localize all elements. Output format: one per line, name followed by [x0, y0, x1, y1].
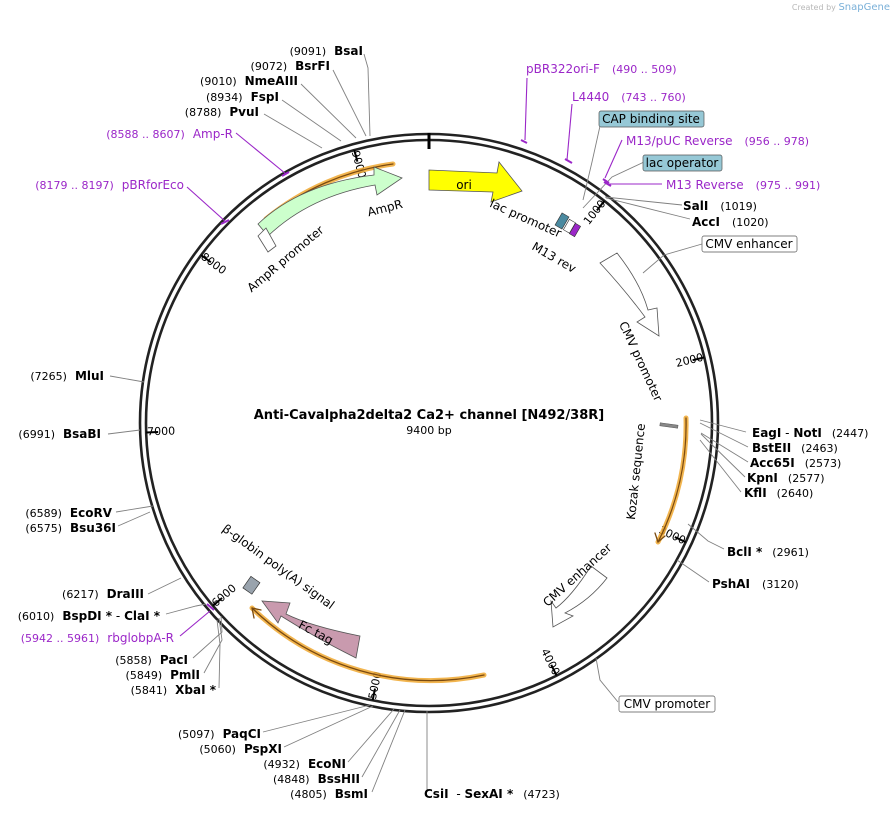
leader-paqci: [263, 705, 370, 732]
ampr-label: AmpR: [366, 197, 404, 219]
leader-rbglobpa-r: [180, 611, 210, 636]
leader-cmv-promoter-box: [596, 658, 618, 702]
cmv-promoter-box-label: CMV promoter: [624, 697, 711, 711]
kozak-label: Kozak sequence: [624, 423, 648, 521]
ampr-promoter-label: AmpR promoter: [244, 223, 326, 295]
site-nmeaiii: (9010)NmeAIII: [200, 74, 298, 88]
site-acci: AccI(1020): [692, 215, 769, 229]
site-eagi-noti: EagI - NotI(2447): [752, 426, 868, 440]
site-pmli: (5849)PmlI: [126, 668, 200, 682]
leader-draiii: [148, 578, 181, 594]
site-mlui: (7265)MluI: [30, 369, 104, 383]
cap-binding-site-label: CAP binding site: [602, 112, 700, 126]
tick-label-7000: 7000: [147, 424, 175, 438]
cmv-enhancer-box-label: CMV enhancer: [705, 237, 792, 251]
site-bsai: (9091)BsaI: [290, 44, 363, 58]
site-econi: (4932)EcoNI: [263, 757, 346, 771]
map-title: Anti-Cavalpha2delta2 Ca2+ channel [N492/…: [254, 408, 604, 423]
leader-pspxi: [284, 706, 373, 747]
leader-bsabi: [108, 430, 140, 434]
site-pshai: PshAI(3120): [712, 577, 799, 591]
site-ecorv: (6589)EcoRV: [25, 506, 112, 520]
site-bspdi-clai: (6010)BspDI * - ClaI *: [18, 609, 161, 623]
site-bsu36i: (6575)Bsu36I: [25, 521, 116, 535]
leader-mlui: [110, 376, 144, 382]
backbone-inner-ring: [146, 140, 712, 706]
kozak-mark: [660, 423, 678, 428]
site-pspxi: (5060)PspXI: [199, 742, 282, 756]
site-bsmi: (4805)BsmI: [290, 787, 368, 801]
lac-operator-label: lac operator: [646, 156, 719, 170]
snapgene-logo-text: SnapGene: [838, 2, 890, 13]
leader-xbai: [217, 620, 220, 688]
leader-nmeaiii: [301, 84, 356, 138]
snapgene-watermark: Created by SnapGene: [792, 2, 890, 13]
map-length: 9400 bp: [406, 424, 451, 437]
site-fspi: (8934)FspI: [206, 90, 279, 104]
site-csii-sexai: CsiI - SexAI *(4723): [424, 787, 560, 801]
leader-pbr322ori-f: [525, 78, 527, 140]
site-kfli: KflI(2640): [744, 486, 813, 500]
leader-ecorv: [116, 506, 153, 512]
lac-promoter-label: lac promoter: [488, 196, 564, 240]
tick-label-4000: 4000: [538, 647, 562, 678]
leader-acc65i: [701, 433, 748, 462]
primer-m13-reverse-label: M13 Reverse(975 .. 991): [666, 178, 820, 192]
ori-arrow: [429, 162, 522, 202]
primer-l4440-label: L4440(743 .. 760): [572, 90, 686, 104]
site-acc65i: Acc65I(2573): [750, 456, 841, 470]
site-sali: SalI(1019): [683, 199, 757, 213]
site-bsrfi: (9072)BsrFI: [251, 59, 330, 73]
ori-label: ori: [456, 178, 472, 192]
beta-globin-label: β-globin poly(A) signal: [220, 521, 337, 612]
watermark-prefix: Created by: [792, 3, 836, 12]
beta-globin-polya-block: [243, 576, 260, 594]
primer-pbr322ori-f-label: pBR322ori-F(490 .. 509): [526, 62, 677, 76]
leader-pbrforeco: [187, 187, 226, 222]
site-kpni: KpnI(2577): [747, 471, 824, 485]
leader-l4440: [567, 104, 572, 160]
tick-label-8000: 8000: [198, 250, 228, 277]
site-paci: (5858)PacI: [115, 653, 188, 667]
site-draiii: (6217)DraIII: [62, 587, 144, 601]
leader-bsrfi: [333, 70, 366, 136]
leader-fspi: [282, 100, 341, 141]
leader-pshai: [677, 560, 709, 582]
tick-label-6000: 6000: [209, 582, 239, 610]
leader-amp-r: [236, 133, 286, 174]
site-xbai: (5841)XbaI *: [131, 683, 217, 697]
leader-bsshii: [362, 710, 400, 777]
leader-m13-puc-reverse: [605, 140, 622, 178]
site-bsshii: (4848)BssHII: [273, 772, 360, 786]
primer-amp-r-label: (8588 .. 8607)Amp-R: [106, 127, 233, 141]
primer-m13-puc-reverse-label: M13/pUC Reverse(956 .. 978): [626, 134, 809, 148]
fc-tag-label: Fc tag: [296, 618, 335, 648]
tick-label-2000: 2000: [674, 351, 704, 370]
site-bcli: BclI *(2961): [727, 545, 809, 559]
leader-bsu36i: [118, 512, 150, 526]
leader-bspdi: [166, 604, 206, 614]
site-bsteii: BstEII(2463): [752, 441, 838, 455]
leader-pvui: [264, 114, 322, 148]
leader-bsai: [364, 54, 370, 136]
site-bsabi: (6991)BsaBI: [18, 427, 101, 441]
primer-rbglobpa-r-label: (5942 .. 5961)rbglobpA-R: [21, 631, 174, 645]
site-pvui: (8788)PvuI: [185, 105, 259, 119]
m13-rev-label: M13 rev: [529, 239, 578, 275]
primer-pbrforeco-label: (8179 .. 8197)pBRforEco: [35, 178, 184, 192]
site-paqci: (5097)PaqCI: [178, 727, 261, 741]
